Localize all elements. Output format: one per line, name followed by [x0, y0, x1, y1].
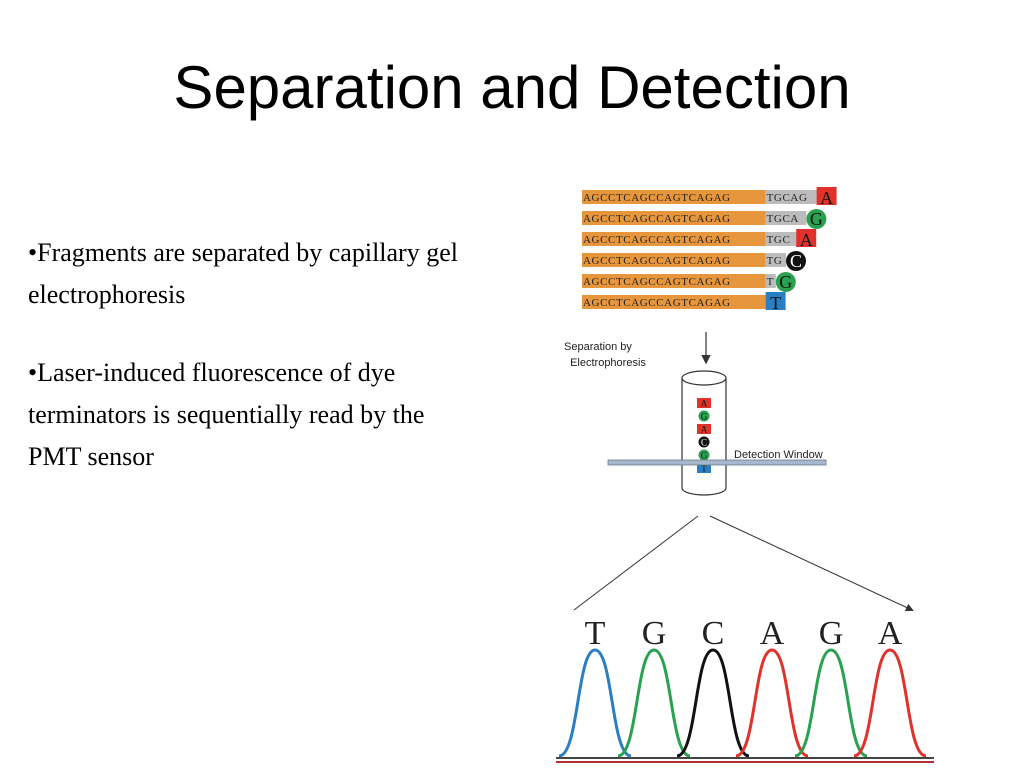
- capillary-band-letter: A: [701, 399, 708, 409]
- read-base-letter: C: [702, 615, 725, 652]
- fragment-suffix-text: TGC: [767, 234, 791, 246]
- fragment-prefix-bg: [582, 211, 766, 225]
- separation-label-line-2: Electrophoresis: [570, 357, 646, 369]
- read-base-letter: A: [878, 615, 903, 652]
- fragment-suffix-text: TGCAG: [767, 192, 808, 204]
- bullet-item: •Fragments are separated by capillary ge…: [28, 238, 458, 309]
- terminal-base-marker: [816, 187, 837, 205]
- terminal-base-marker: [806, 209, 827, 229]
- chromatogram-peak: [794, 648, 868, 758]
- capillary-band: [697, 463, 711, 473]
- detection-window-label: Detection Window: [734, 449, 823, 461]
- chromatogram-peak: [676, 648, 750, 758]
- capillary-band: [697, 424, 711, 434]
- bullet-item: •Laser-induced fluorescence of dye termi…: [28, 358, 425, 471]
- capillary-band-letter: G: [701, 412, 708, 422]
- fragment-row: AGCCTCAGCCAGTCAGAG TGC A: [582, 229, 817, 250]
- fragment-suffix-text: TG: [767, 255, 783, 267]
- projection-line-left: [573, 515, 699, 611]
- terminal-base-letter: A: [820, 188, 833, 208]
- terminal-base-letter: G: [779, 272, 792, 292]
- bullet-list: •Fragments are separated by capillary ge…: [28, 232, 468, 514]
- read-base-letter: A: [760, 615, 785, 652]
- terminal-base-letter: A: [800, 230, 813, 250]
- capillary-band-letter: C: [701, 438, 707, 448]
- projection-arrow-right: [709, 515, 914, 612]
- capillary-band-letter: G: [701, 451, 708, 461]
- fragment-prefix-bg: [582, 295, 766, 309]
- fragment-prefix-bg: [582, 274, 766, 288]
- capillary-band: [698, 410, 710, 422]
- fragment-prefix-text: AGCCTCAGCCAGTCAGAG: [583, 192, 731, 204]
- terminal-base-marker: [765, 292, 786, 310]
- fragment-prefix-text: AGCCTCAGCCAGTCAGAG: [583, 297, 731, 309]
- capillary-tube: [681, 370, 727, 496]
- capillary-band: [697, 398, 711, 408]
- fragment-prefix-text: AGCCTCAGCCAGTCAGAG: [583, 255, 731, 267]
- fragment-suffix-bg: [765, 232, 797, 246]
- terminal-base-marker: [786, 251, 806, 271]
- fragment-prefix-text: AGCCTCAGCCAGTCAGAG: [583, 213, 731, 225]
- fragment-suffix-bg: [765, 253, 786, 267]
- capillary-band: [698, 436, 710, 448]
- separation-label-line-1: Separation by: [564, 341, 632, 353]
- terminal-base-letter: T: [770, 293, 781, 313]
- detection-window-bar: [607, 459, 827, 466]
- read-base-letter: G: [642, 615, 667, 652]
- fragment-row: AGCCTCAGCCAGTCAGAG TGCA G: [582, 209, 827, 229]
- fragment-suffix-bg: [765, 274, 776, 288]
- capillary-band: [698, 449, 710, 461]
- fragment-prefix-bg: [582, 253, 766, 267]
- read-base-letter: T: [585, 615, 606, 652]
- fragment-row: AGCCTCAGCCAGTCAGAG T: [582, 292, 786, 313]
- terminal-base-marker: [796, 229, 817, 247]
- fragment-prefix-text: AGCCTCAGCCAGTCAGAG: [583, 276, 731, 288]
- chromatogram-peak: [853, 648, 927, 758]
- chromatogram-peak: [558, 648, 632, 758]
- capillary-band-letter: A: [701, 425, 708, 435]
- chromatogram-peak: [617, 648, 691, 758]
- fragment-suffix-bg: [765, 190, 817, 204]
- fragment-row: AGCCTCAGCCAGTCAGAG TG C: [582, 251, 806, 271]
- terminal-base-marker: [775, 272, 796, 292]
- terminal-base-letter: G: [810, 209, 823, 229]
- slide-title: Separation and Detection: [173, 54, 851, 121]
- capillary-band-letter: T: [701, 464, 707, 474]
- fragment-prefix-bg: [582, 190, 766, 204]
- fragment-prefix-bg: [582, 232, 766, 246]
- terminal-base-letter: C: [790, 251, 802, 271]
- fragment-suffix-text: TGCA: [767, 213, 799, 225]
- fragment-suffix-text: T: [767, 276, 774, 288]
- read-base-letter: G: [819, 615, 844, 652]
- fragment-row: AGCCTCAGCCAGTCAGAG TGCAG A: [582, 187, 837, 208]
- chromatogram-peak: [735, 648, 809, 758]
- fragment-prefix-text: AGCCTCAGCCAGTCAGAG: [583, 234, 731, 246]
- fragment-suffix-bg: [765, 211, 807, 225]
